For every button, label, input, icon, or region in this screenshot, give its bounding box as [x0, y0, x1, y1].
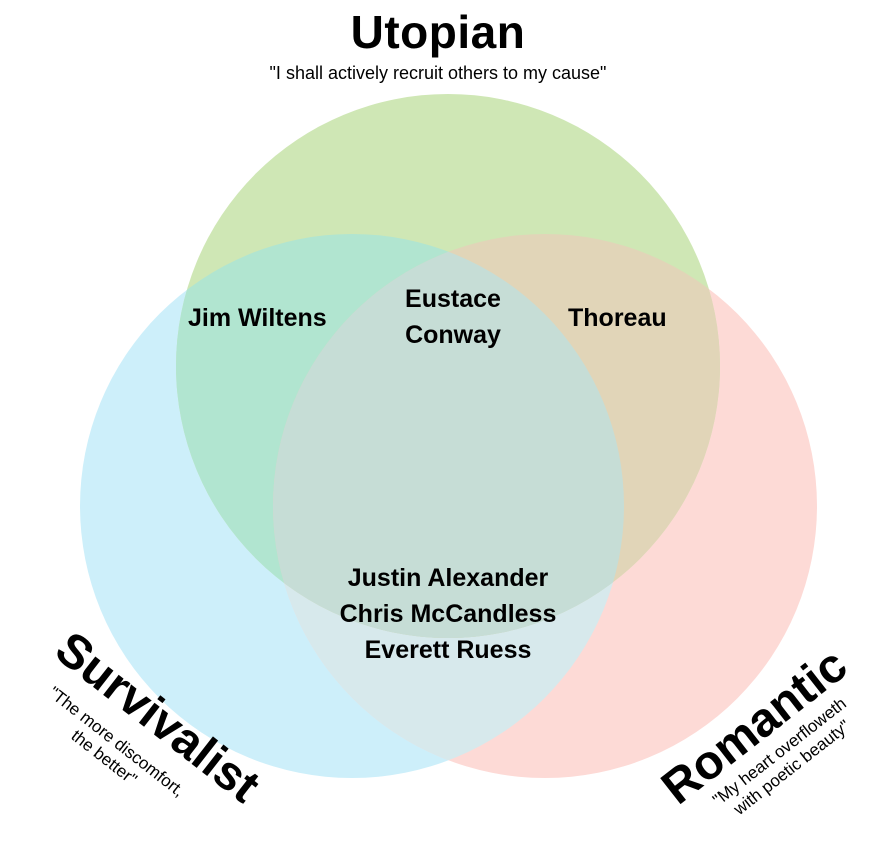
label-center-group: Justin Alexander Chris McCandless Everet… [298, 560, 598, 668]
label-thoreau: Thoreau [568, 304, 667, 332]
utopian-title: Utopian [350, 6, 526, 58]
label-everett-ruess: Everett Ruess [364, 636, 532, 664]
utopian-quote: "I shall actively recruit others to my c… [269, 63, 607, 83]
label-eustace-line2: Conway [405, 321, 501, 349]
label-eustace-conway: Eustace Conway [378, 281, 528, 353]
label-chris-mccandless: Chris McCandless [339, 600, 557, 628]
label-jim-wiltens: Jim Wiltens [188, 304, 327, 332]
center-overlap [273, 234, 624, 638]
label-eustace-line1: Eustace [405, 285, 501, 313]
label-justin-alexander: Justin Alexander [347, 564, 549, 592]
